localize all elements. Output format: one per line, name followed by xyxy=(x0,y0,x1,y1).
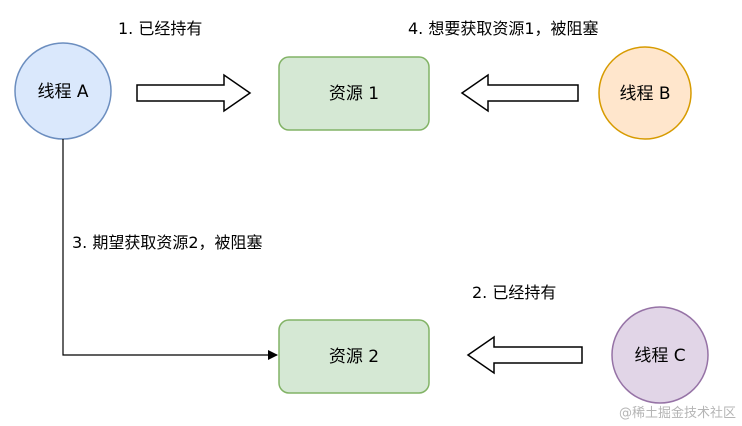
thread-c-node: 线程 C xyxy=(611,306,709,404)
resource-2-node: 资源 2 xyxy=(278,319,430,394)
resource-1-box xyxy=(278,56,430,131)
thread-b-node: 线程 B xyxy=(598,46,692,140)
thread-a-node: 线程 A xyxy=(14,42,112,140)
label-a-wants-r2: 3. 期望获取资源2，被阻塞 xyxy=(72,233,263,252)
label-a-holds-r1: 1. 已经持有 xyxy=(118,19,202,38)
resource-2-label: 资源 2 xyxy=(329,347,379,367)
thread-c-circle xyxy=(611,306,709,404)
thread-a-label: 线程 A xyxy=(37,82,88,102)
thread-c-label: 线程 C xyxy=(634,346,685,366)
resource-1-label: 资源 1 xyxy=(329,84,379,104)
label-b-wants-r1: 4. 想要获取资源1，被阻塞 xyxy=(408,19,599,38)
resource-2-box xyxy=(278,319,430,394)
arrow-c-to-r2 xyxy=(466,335,583,375)
connector-a-to-r2 xyxy=(62,139,278,360)
resource-1-node: 资源 1 xyxy=(278,56,430,131)
thread-b-label: 线程 B xyxy=(619,84,670,104)
label-c-holds-r2: 2. 已经持有 xyxy=(472,283,556,302)
arrow-a-to-r1 xyxy=(136,73,252,113)
watermark: @稀土掘金技术社区 xyxy=(619,405,736,421)
thread-b-circle xyxy=(598,46,692,140)
arrow-b-to-r1 xyxy=(460,73,579,113)
